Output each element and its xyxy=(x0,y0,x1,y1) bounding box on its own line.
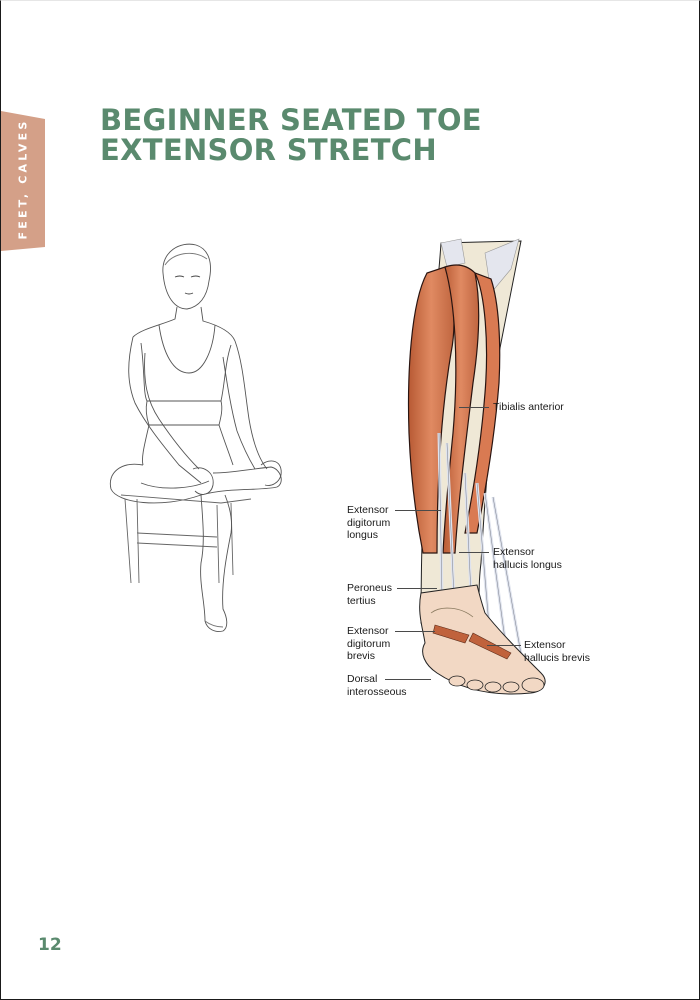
anatomy-illustration xyxy=(381,233,561,708)
label-line: Extensor xyxy=(347,504,389,516)
leader-tibialis-anterior xyxy=(459,407,489,408)
section-tab-label: FEET, CALVES xyxy=(16,118,30,240)
page-title: BEGINNER SEATED TOE EXTENSOR STRETCH xyxy=(100,105,482,165)
label-line: Dorsal xyxy=(347,673,378,685)
leader-dorsal-interosseous xyxy=(385,679,431,680)
label-line: digitorum xyxy=(347,637,391,650)
label-line: hallucis brevis xyxy=(524,651,590,664)
label-line: longus xyxy=(347,529,378,541)
page-title-line-2: EXTENSOR STRETCH xyxy=(100,133,437,167)
leader-extensor-hallucis-brevis xyxy=(487,645,521,646)
label-line: Peroneus xyxy=(347,582,392,594)
label-line: tertius xyxy=(347,594,376,607)
label-line: Tibialis anterior xyxy=(493,401,564,413)
label-line: brevis xyxy=(347,650,376,662)
leader-extensor-digitorum-brevis xyxy=(395,631,435,632)
label-line: digitorum xyxy=(347,516,391,529)
leader-extensor-digitorum-longus xyxy=(395,510,441,511)
label-line: hallucis longus xyxy=(493,558,562,571)
label-line: Extensor xyxy=(524,639,566,651)
label-extensor-digitorum-longus: Extensor digitorum longus xyxy=(347,504,390,542)
section-tab-shape xyxy=(1,111,45,251)
label-extensor-hallucis-longus: Extensor hallucis longus xyxy=(493,546,562,571)
pose-illustration xyxy=(101,233,301,648)
label-extensor-hallucis-brevis: Extensor hallucis brevis xyxy=(524,639,590,664)
seated-woman-sketch-icon xyxy=(109,243,282,632)
label-peroneus-tertius: Peroneus tertius xyxy=(347,582,392,607)
leader-extensor-hallucis-longus xyxy=(459,552,489,553)
page-number: 12 xyxy=(38,935,62,955)
lower-leg-anatomy-icon xyxy=(407,238,546,695)
label-line: interosseous xyxy=(347,685,407,698)
label-tibialis-anterior: Tibialis anterior xyxy=(493,401,564,414)
label-extensor-digitorum-brevis: Extensor digitorum brevis xyxy=(347,625,390,663)
leader-peroneus-tertius xyxy=(397,588,437,589)
label-line: Extensor xyxy=(493,546,535,558)
label-line: Extensor xyxy=(347,625,389,637)
section-tab xyxy=(1,109,46,251)
label-dorsal-interosseous: Dorsal interosseous xyxy=(347,673,407,698)
page-title-line-1: BEGINNER SEATED TOE xyxy=(100,103,482,137)
